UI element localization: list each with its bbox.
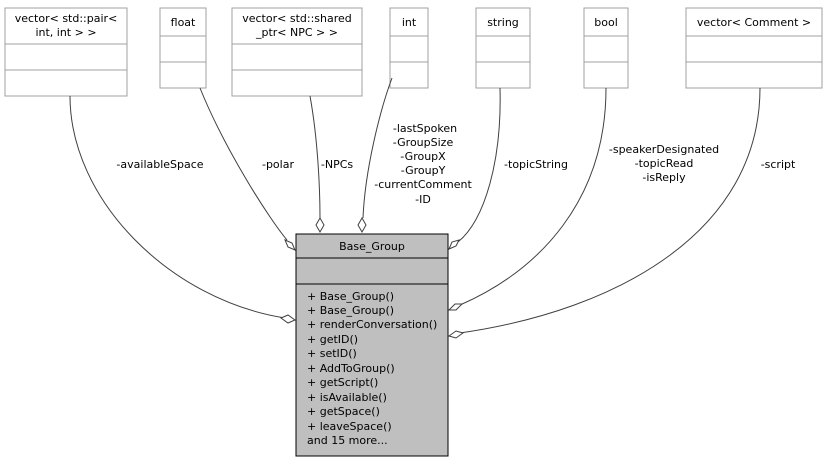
edge-available-space: -availableSpace	[69, 95, 297, 324]
type-box-vector-pair[interactable]: vector< std::pair< int, int > >	[4, 7, 128, 97]
type-label: vector< std::pair<	[15, 12, 118, 25]
type-box-vector-comment[interactable]: vector< Comment >	[685, 7, 823, 89]
type-label: _ptr< NPC > >	[255, 26, 338, 39]
method-item: + renderConversation()	[307, 318, 437, 331]
method-item: + Base_Group()	[307, 304, 394, 317]
type-box-bool[interactable]: bool	[583, 7, 629, 89]
edge-npcs: -NPCs	[309, 95, 354, 234]
aggregation-diamond-icon	[284, 239, 296, 251]
type-label: bool	[594, 16, 618, 29]
method-item: + isAvailable()	[307, 391, 387, 404]
edge-label: -NPCs	[321, 158, 354, 171]
aggregation-diamond-icon	[447, 330, 465, 339]
edge-label: -lastSpoken	[393, 122, 457, 135]
edge-label: -topicRead	[635, 157, 694, 170]
method-list: + Base_Group() + Base_Group() + renderCo…	[307, 290, 437, 447]
aggregation-diamond-icon	[279, 314, 297, 324]
method-more: and 15 more...	[307, 434, 388, 447]
edge-script: -script	[447, 87, 796, 339]
type-label: int, int > >	[35, 26, 96, 39]
aggregation-diamond-icon	[315, 216, 325, 234]
edge-bool: -speakerDesignated -topicRead -isReply	[447, 87, 719, 311]
edge-label: -speakerDesignated	[609, 143, 719, 156]
type-box-string[interactable]: string	[475, 7, 531, 89]
edge-label: -currentComment	[374, 178, 472, 191]
type-label: int	[402, 16, 417, 29]
method-item: + getScript()	[307, 376, 378, 389]
aggregation-diamond-icon	[447, 303, 464, 311]
edge-label: -GroupY	[401, 164, 446, 177]
method-item: + getSpace()	[307, 405, 380, 418]
edge-int: -lastSpoken -GroupSize -GroupX -GroupY -…	[357, 77, 472, 234]
type-box-float[interactable]: float	[159, 7, 207, 89]
method-item: + AddToGroup()	[307, 362, 395, 375]
edge-label: -ID	[415, 193, 431, 206]
type-label: string	[487, 16, 519, 29]
method-item: + getID()	[307, 333, 358, 346]
edge-label: -topicString	[504, 158, 568, 171]
edge-label: -isReply	[642, 171, 686, 184]
edge-label: -GroupSize	[393, 136, 454, 149]
edge-label: -GroupX	[400, 150, 446, 163]
edge-label: -polar	[262, 158, 294, 171]
edge-label: -script	[761, 158, 796, 171]
method-item: + Base_Group()	[307, 290, 394, 303]
aggregation-diamond-icon	[357, 216, 367, 234]
type-box-int[interactable]: int	[389, 7, 429, 89]
method-item: + leaveSpace()	[307, 420, 392, 433]
method-item: + setID()	[307, 347, 357, 360]
type-box-vector-npc[interactable]: vector< std::shared _ptr< NPC > >	[231, 7, 363, 97]
type-label: vector< Comment >	[697, 16, 811, 29]
aggregation-diamond-icon	[448, 239, 460, 250]
class-box-base-group[interactable]: Base_Group + Base_Group() + Base_Group()…	[295, 233, 449, 457]
edge-polar: -polar	[199, 87, 296, 251]
class-title: Base_Group	[339, 240, 405, 253]
edge-label: -availableSpace	[116, 158, 203, 171]
edge-topic-string: -topicString	[448, 87, 568, 250]
type-label: vector< std::shared	[242, 12, 352, 25]
type-label: float	[171, 16, 196, 29]
